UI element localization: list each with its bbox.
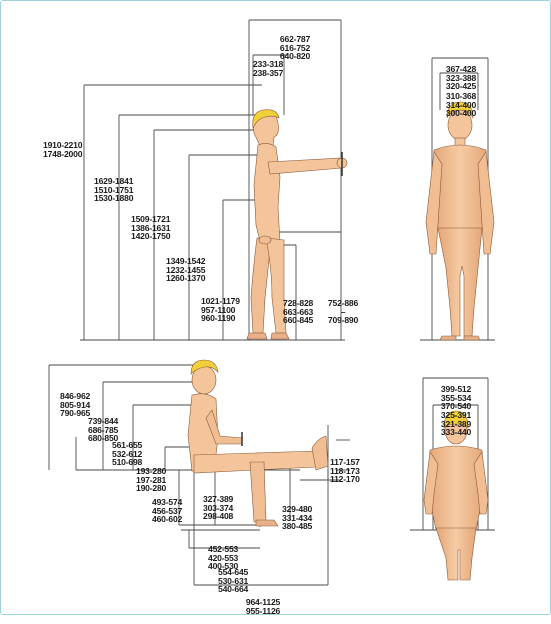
standing-front-figure [425, 101, 495, 341]
seated-side-figure [187, 359, 329, 527]
standing-side-figure [246, 109, 348, 340]
label-reach-length: 752-886–709-890 [327, 298, 359, 326]
standing-back-figure [423, 410, 489, 581]
